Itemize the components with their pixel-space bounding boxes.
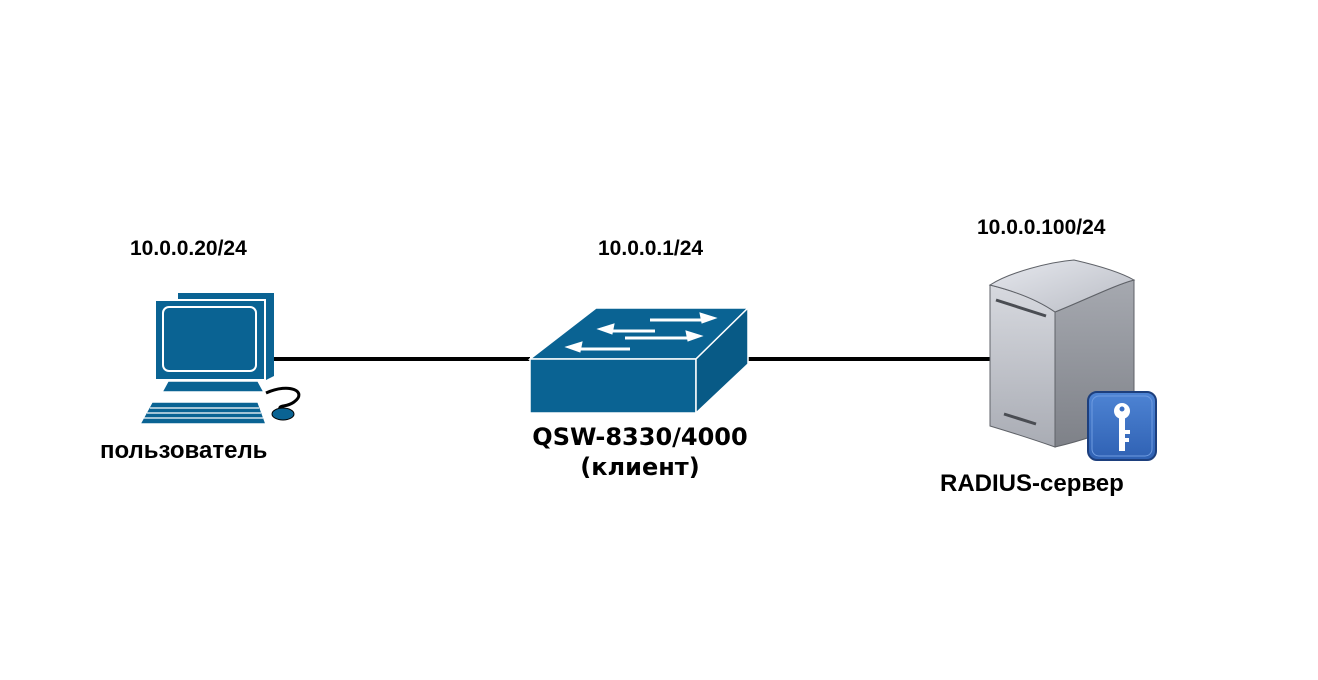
server-ip-label: 10.0.0.100/24 [977, 216, 1106, 239]
pc-name-label: пользователь [100, 437, 268, 464]
workstation-icon [138, 293, 301, 425]
server-with-key-icon [988, 259, 1157, 461]
switch-role-text: (клиент) [580, 453, 700, 481]
switch-ip-label: 10.0.0.1/24 [598, 237, 704, 260]
server-name-label: RADIUS-сервер [940, 470, 1124, 497]
pc-ip-label: 10.0.0.20/24 [130, 237, 247, 260]
switch-icon [527, 306, 750, 415]
switch-model-text: QSW-8330/4000 [532, 423, 748, 451]
switch-name-label: QSW-8330/4000 (клиент) [500, 422, 780, 482]
